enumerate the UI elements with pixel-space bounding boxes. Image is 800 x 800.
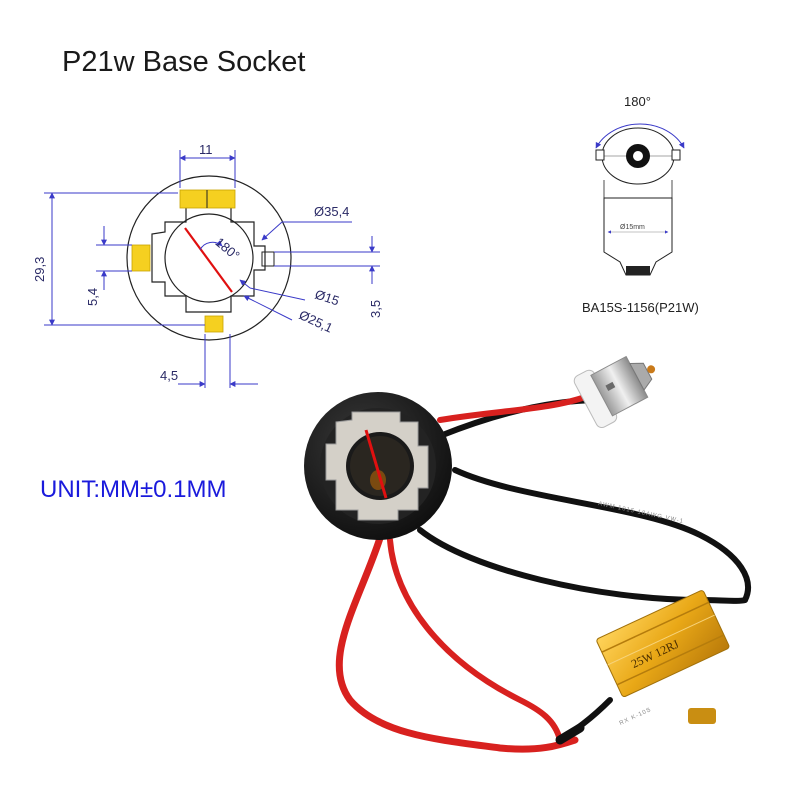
dim-right-small: 3,5	[368, 300, 383, 318]
red-wire-2	[335, 534, 579, 753]
dim-left-small: 5,4	[85, 288, 100, 306]
socket-red-mark	[364, 429, 388, 499]
unit-note: UNIT:MM±0.1MM	[40, 476, 227, 503]
bulb-caption: BA15S-1156(P21W)	[582, 300, 699, 315]
dim-bottom-width: 4,5	[160, 368, 178, 383]
black-wire-2	[452, 467, 751, 603]
black-wire-3	[417, 527, 748, 604]
load-resistor: 25W 12RJ RX K-10S	[596, 590, 730, 727]
bulb-base	[573, 355, 656, 429]
dim-mid-diameter: Ø25,1	[297, 307, 335, 336]
red-wire-1	[437, 393, 591, 423]
socket-outer-circle	[126, 175, 292, 341]
socket-inner-circle	[164, 213, 254, 303]
bulb-side-view	[603, 197, 673, 276]
wire-print: AWM 1015 18AWG VW-1	[598, 501, 685, 525]
dim-inner-diameter: Ø15	[313, 287, 341, 309]
socket-drawing: 180° 11 29,3 5,4 Ø35,4 3,5 Ø15	[32, 142, 383, 388]
angle-indicator-line	[184, 227, 233, 293]
dim-height: 29,3	[32, 257, 47, 282]
red-wire-3	[387, 537, 563, 743]
bulb-base-diameter: Ø15mm	[620, 224, 645, 231]
bulb-angle-label: 180°	[624, 94, 651, 109]
resistor-side-label: RX K-10S	[619, 707, 653, 727]
dim-angle: 180°	[212, 234, 242, 263]
page-title: P21w Base Socket	[62, 46, 306, 78]
dim-width-top: 11	[199, 142, 213, 157]
socket-bayonet-profile	[151, 203, 266, 313]
clip-left	[131, 244, 151, 272]
product-photo: AWM 1015 18AWG VW-1 25W 12RJ	[304, 355, 751, 753]
dim-outer-diameter: Ø35,4	[314, 204, 349, 219]
bulb-drawing: 180° Ø15mm BA15S-1156(P21W)	[582, 94, 699, 315]
clip-bottom	[204, 315, 224, 333]
